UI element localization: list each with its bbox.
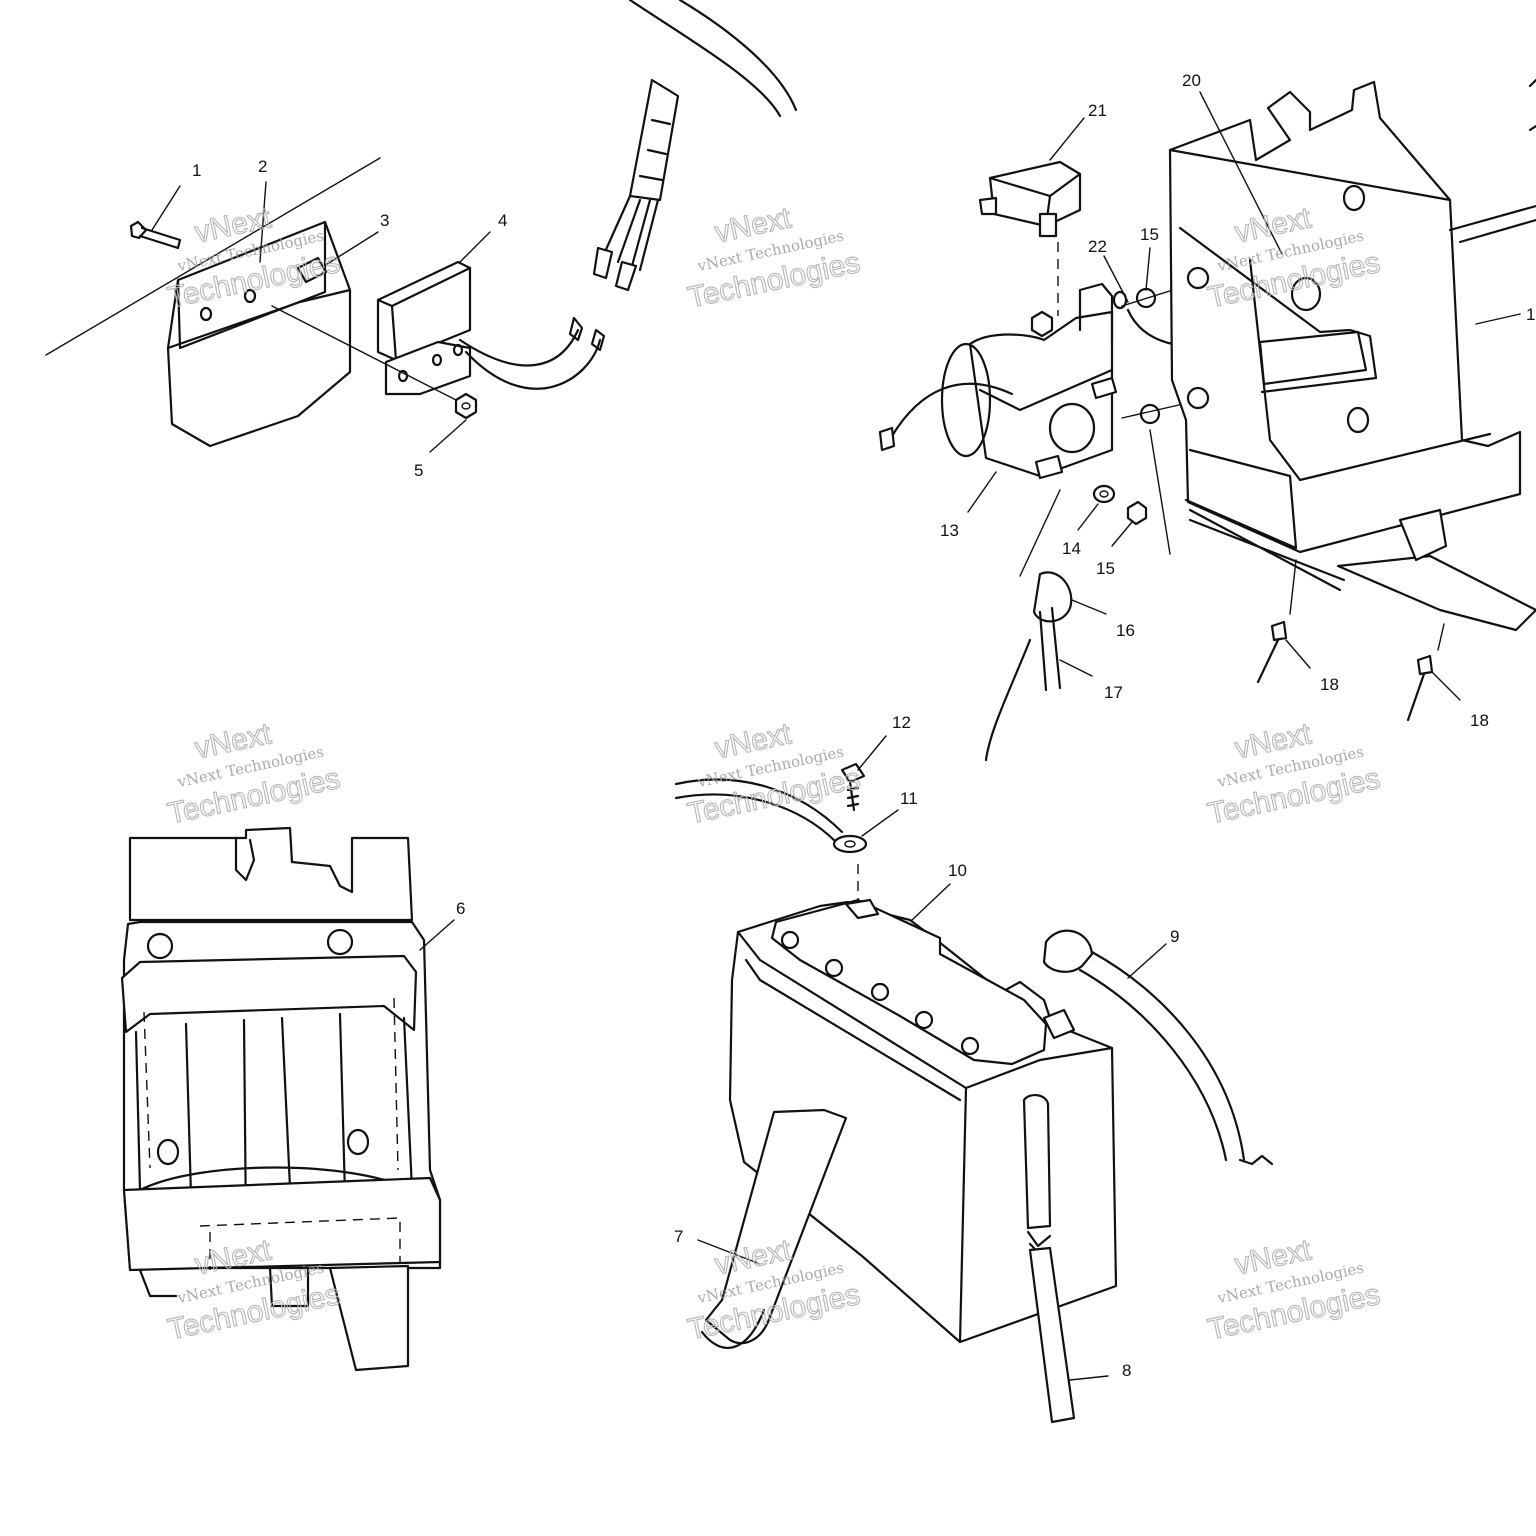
callout-20: 20 [1182,71,1201,90]
callout-17: 17 [1104,683,1123,702]
watermark-mid-left: vNext vNext Technologies Technologies [164,717,343,832]
callout-18-left: 18 [1320,675,1339,694]
watermark-bottom-right: vNext vNext Technologies Technologies [1204,1233,1383,1348]
callout-labels: 1 2 3 4 5 6 7 8 9 10 11 12 13 14 15 15 1… [192,71,1535,1380]
callout-4: 4 [498,211,507,230]
battery-holder [120,826,455,1372]
watermark-mid-center: vNext vNext Technologies Technologies [684,717,863,832]
regulator-assembly [45,157,606,453]
callout-5: 5 [414,461,423,480]
callout-12: 12 [892,713,911,732]
watermark-mid-right: vNext vNext Technologies Technologies [1204,717,1383,832]
callout-18-right: 18 [1470,711,1489,730]
callout-22: 22 [1088,237,1107,256]
callout-11: 11 [900,789,918,808]
callout-6: 6 [456,899,465,918]
watermark-bottom-center: vNext vNext Technologies Technologies [684,1233,863,1348]
battery-tray-mounted [967,78,1536,722]
callout-1: 1 [192,161,201,180]
wiring-harness [592,0,798,292]
callout-21: 21 [1088,101,1107,120]
watermark-top-center: vNext vNext Technologies Technologies [684,201,863,316]
callout-15-upper: 15 [1140,225,1159,244]
callout-16: 16 [1116,621,1135,640]
callout-15-lower: 15 [1096,559,1115,578]
callout-8: 8 [1122,1361,1131,1380]
callout-9: 9 [1170,927,1179,946]
battery [674,735,1274,1424]
callout-7: 7 [674,1227,683,1246]
callout-3: 3 [380,211,389,230]
callout-2: 2 [258,157,267,176]
callout-14: 14 [1062,539,1081,558]
callout-13: 13 [940,521,959,540]
callout-1-right: 1 [1526,305,1535,324]
callout-10: 10 [948,861,967,880]
